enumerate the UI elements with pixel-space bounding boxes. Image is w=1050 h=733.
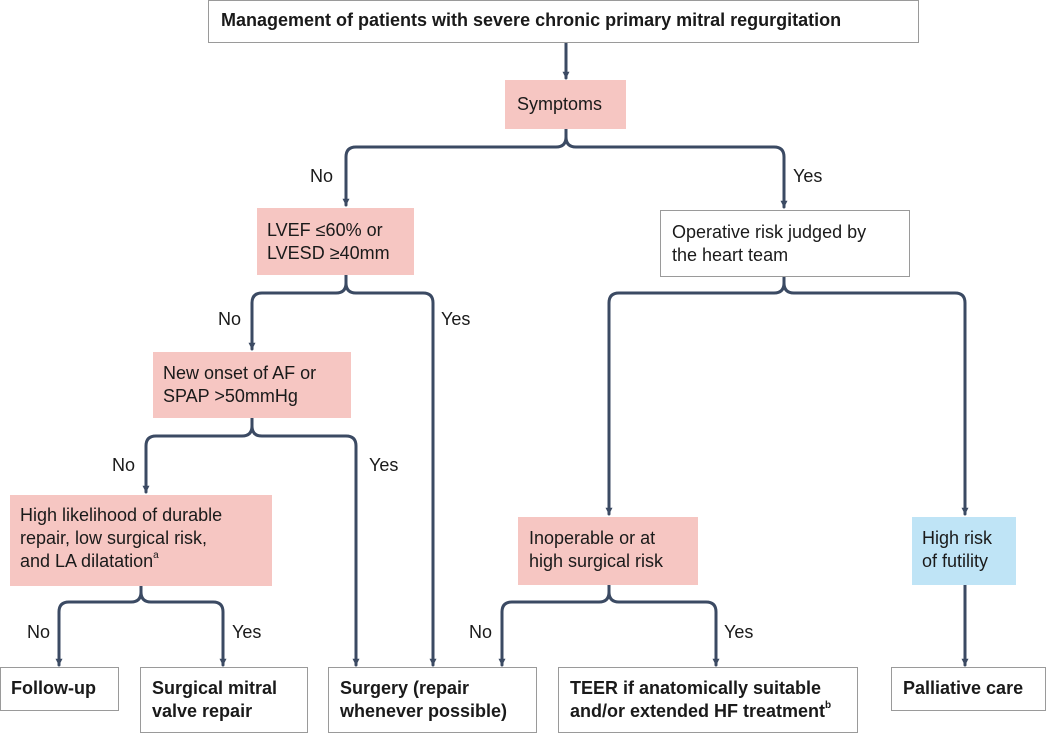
operative-risk-line1: Operative risk judged by xyxy=(672,222,867,242)
title-text: Management of patients with severe chron… xyxy=(221,10,842,30)
outcome-surgery: Surgery (repair whenever possible) xyxy=(328,667,537,733)
futility-line2: of futility xyxy=(922,551,989,571)
connector-lvef-yes xyxy=(344,281,437,667)
af-line2: SPAP >50mmHg xyxy=(163,386,298,406)
af-node: New onset of AF or SPAP >50mmHg xyxy=(153,352,351,418)
label-lvef-yes: Yes xyxy=(441,309,471,329)
connector-symptoms-yes xyxy=(564,135,788,209)
title-box: Management of patients with severe chron… xyxy=(208,0,919,43)
operative-risk-node: Operative risk judged by the heart team xyxy=(660,210,910,277)
lvef-node: LVEF ≤60% or LVESD ≥40mm xyxy=(257,208,414,275)
connector-repair-yes xyxy=(139,590,227,667)
label-af-yes: Yes xyxy=(369,455,399,475)
symptoms-node: Symptoms xyxy=(505,80,626,129)
outcome-surgical-repair-line1: Surgical mitral xyxy=(152,678,278,698)
label-inoperable-no: No xyxy=(469,622,493,642)
connector-inoperable-split xyxy=(498,583,611,667)
af-line1: New onset of AF or xyxy=(163,363,317,383)
repair-likelihood-line2: repair, low surgical risk, xyxy=(20,528,208,548)
label-repair-yes: Yes xyxy=(232,622,262,642)
outcome-teer-line2-wrap: and/or extended HF treatmentb xyxy=(570,700,857,723)
connector-af-yes xyxy=(250,424,360,667)
connector-lvef-split xyxy=(248,273,348,351)
outcome-surgery-line1: Surgery (repair xyxy=(340,678,470,698)
label-repair-no: No xyxy=(27,622,51,642)
repair-likelihood-line3-wrap: and LA dilatationa xyxy=(20,550,272,573)
label-lvef-no: No xyxy=(218,309,242,329)
label-inoperable-yes: Yes xyxy=(724,622,754,642)
repair-likelihood-node: High likelihood of durable repair, low s… xyxy=(10,495,272,586)
connector-operative-futility xyxy=(782,281,969,516)
label-symptoms-yes: Yes xyxy=(793,166,823,186)
outcome-palliative-text: Palliative care xyxy=(903,678,1024,698)
footnote-a-marker: a xyxy=(153,550,159,561)
symptoms-text: Symptoms xyxy=(517,94,603,114)
connector-repair-split xyxy=(55,584,143,667)
connector-operative-split xyxy=(605,275,786,516)
repair-likelihood-line1: High likelihood of durable xyxy=(20,505,223,525)
outcome-surgical-repair-line2: valve repair xyxy=(152,701,253,721)
outcome-follow-up-text: Follow-up xyxy=(11,678,96,698)
connector-inoperable-yes xyxy=(607,590,720,667)
inoperable-line1: Inoperable or at xyxy=(529,528,656,548)
operative-risk-line2: the heart team xyxy=(672,245,789,265)
inoperable-line2: high surgical risk xyxy=(529,551,664,571)
outcome-palliative: Palliative care xyxy=(891,667,1046,711)
label-af-no: No xyxy=(112,455,136,475)
inoperable-node: Inoperable or at high surgical risk xyxy=(518,517,698,585)
repair-likelihood-line3: and LA dilatation xyxy=(20,551,154,571)
outcome-teer-line1: TEER if anatomically suitable xyxy=(570,678,822,698)
lvef-line1: LVEF ≤60% or xyxy=(267,220,383,240)
outcome-teer-line2: and/or extended HF treatment xyxy=(570,701,826,721)
outcome-surgery-line2: whenever possible) xyxy=(340,701,508,721)
futility-node: High risk of futility xyxy=(912,517,1016,585)
footnote-b-marker: b xyxy=(825,700,832,711)
label-symptoms-no: No xyxy=(310,166,334,186)
outcome-teer: TEER if anatomically suitable and/or ext… xyxy=(558,667,858,733)
connector-symptoms-split xyxy=(342,127,568,207)
connector-af-split xyxy=(142,416,254,494)
outcome-surgical-repair: Surgical mitral valve repair xyxy=(140,667,308,733)
outcome-follow-up: Follow-up xyxy=(0,667,119,711)
lvef-line2: LVESD ≥40mm xyxy=(267,243,390,263)
futility-line1: High risk xyxy=(922,528,993,548)
